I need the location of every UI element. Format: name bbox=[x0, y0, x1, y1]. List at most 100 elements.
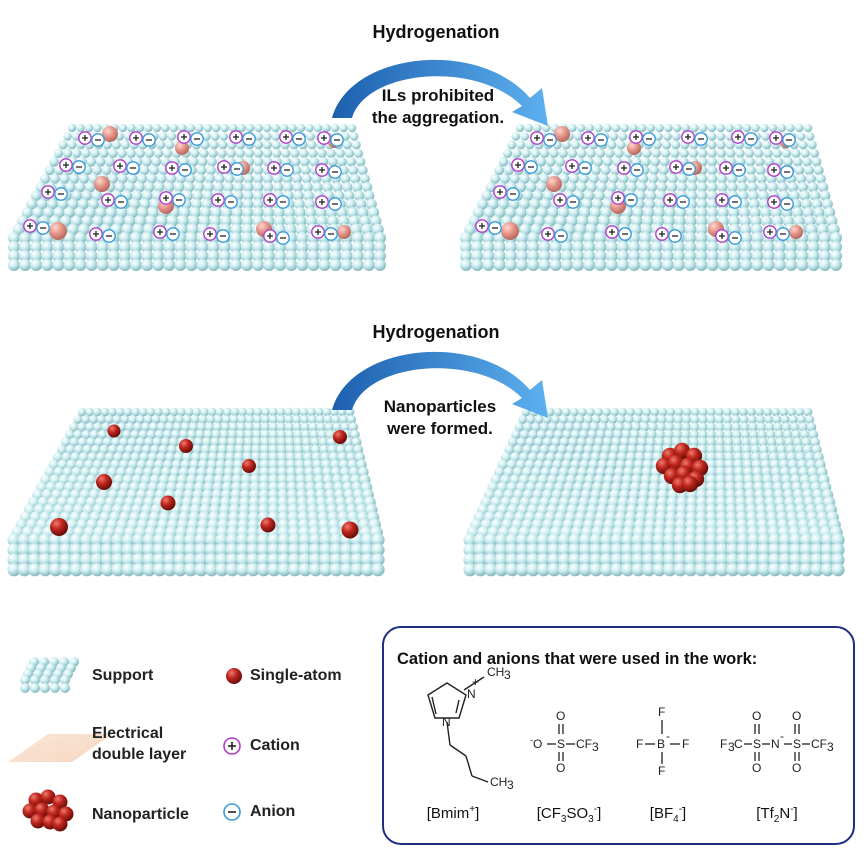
support-sphere bbox=[726, 149, 735, 158]
support-sphere bbox=[796, 408, 805, 417]
support-sphere bbox=[163, 259, 175, 271]
support-sphere bbox=[762, 140, 771, 149]
support-sphere bbox=[54, 149, 63, 158]
support-sphere bbox=[307, 408, 316, 417]
svg-text:N: N bbox=[467, 687, 476, 701]
legend-nanoparticle-label: Nanoparticle bbox=[92, 806, 189, 824]
support-sphere bbox=[583, 259, 595, 271]
support-sphere bbox=[272, 132, 281, 141]
support-sphere bbox=[301, 165, 311, 175]
support-sphere bbox=[297, 124, 305, 132]
support-sphere bbox=[799, 140, 808, 149]
support-sphere bbox=[174, 259, 186, 271]
support-sphere bbox=[193, 408, 202, 417]
support-sphere bbox=[152, 259, 164, 271]
bmim-label: [Bmim+] bbox=[427, 804, 480, 822]
support-sphere bbox=[571, 140, 580, 149]
support-sphere bbox=[660, 157, 670, 167]
support-sphere bbox=[740, 259, 752, 271]
edl-particle bbox=[789, 225, 803, 239]
support-sphere bbox=[745, 157, 755, 167]
support-sphere bbox=[527, 259, 539, 271]
support-sphere bbox=[296, 259, 308, 271]
support-sphere bbox=[64, 259, 76, 271]
tf2n-label: [Tf2N-] bbox=[756, 804, 797, 825]
support-sphere bbox=[315, 408, 324, 417]
support-sphere bbox=[708, 149, 717, 158]
support-sphere bbox=[223, 408, 232, 417]
support-sphere bbox=[190, 149, 199, 158]
support-sphere bbox=[641, 157, 651, 167]
support-sphere bbox=[374, 259, 386, 271]
support-sphere bbox=[791, 149, 800, 158]
support-sphere bbox=[319, 259, 331, 271]
svg-text:3: 3 bbox=[827, 740, 834, 754]
support-sphere bbox=[539, 259, 551, 271]
support-sphere bbox=[634, 408, 643, 417]
support-sphere bbox=[774, 259, 786, 271]
svg-text:S: S bbox=[753, 737, 761, 751]
support-sphere bbox=[236, 149, 245, 158]
support-sphere bbox=[482, 259, 494, 271]
svg-text:C: C bbox=[734, 737, 743, 751]
svg-text:N: N bbox=[442, 715, 451, 729]
svg-text:-: - bbox=[780, 729, 784, 743]
svg-text:3: 3 bbox=[507, 778, 514, 792]
support-sphere bbox=[810, 149, 819, 158]
svg-text:O: O bbox=[556, 709, 565, 723]
support-sphere bbox=[618, 408, 627, 417]
svg-text:3: 3 bbox=[592, 740, 599, 754]
support-sphere bbox=[142, 157, 152, 167]
support-sphere bbox=[786, 124, 794, 132]
support-sphere bbox=[659, 165, 669, 175]
support-sphere bbox=[300, 157, 310, 167]
support-sphere bbox=[197, 165, 207, 175]
support-sphere bbox=[795, 165, 805, 175]
support-sphere bbox=[595, 259, 607, 271]
support-sphere bbox=[594, 157, 604, 167]
support-sphere bbox=[189, 157, 199, 167]
support-sphere bbox=[771, 408, 780, 417]
legend-support-icon bbox=[20, 657, 79, 693]
support-sphere bbox=[605, 149, 614, 158]
support-sphere bbox=[507, 140, 516, 149]
support-sphere bbox=[156, 140, 165, 149]
legend-cation-icon bbox=[224, 738, 240, 754]
support-sphere bbox=[191, 415, 200, 424]
support-sphere bbox=[760, 124, 768, 132]
support-sphere bbox=[136, 124, 144, 132]
support-sphere bbox=[755, 408, 764, 417]
support-sphere bbox=[561, 259, 573, 271]
support-sphere bbox=[761, 132, 770, 141]
support-sphere bbox=[263, 140, 272, 149]
support-sphere bbox=[793, 157, 803, 167]
support-sphere bbox=[163, 149, 172, 158]
support-sphere bbox=[717, 124, 725, 132]
single-atom bbox=[50, 518, 68, 536]
support-sphere bbox=[141, 259, 153, 271]
support-sphere bbox=[127, 149, 136, 158]
support-sphere bbox=[647, 124, 655, 132]
support-sphere bbox=[208, 408, 217, 417]
support-sphere bbox=[707, 165, 717, 175]
support-sphere bbox=[804, 124, 812, 132]
support-sphere bbox=[664, 124, 672, 132]
support-sphere bbox=[550, 259, 562, 271]
support-sphere bbox=[274, 259, 286, 271]
support-sphere bbox=[752, 259, 764, 271]
support-sphere bbox=[211, 132, 220, 141]
support-sphere bbox=[806, 132, 815, 141]
support-sphere bbox=[717, 140, 726, 149]
support-sphere bbox=[763, 408, 772, 417]
support-sphere bbox=[254, 157, 264, 167]
single-atom bbox=[179, 439, 193, 453]
support-sphere bbox=[199, 149, 208, 158]
svg-text:F: F bbox=[720, 737, 727, 751]
support-sphere bbox=[162, 408, 171, 417]
svg-text:-: - bbox=[666, 729, 670, 743]
support-sphere bbox=[594, 408, 603, 417]
support-sphere bbox=[308, 259, 320, 271]
support-sphere bbox=[516, 259, 528, 271]
legend-support-label: Support bbox=[92, 667, 153, 685]
support-sphere bbox=[671, 140, 680, 149]
